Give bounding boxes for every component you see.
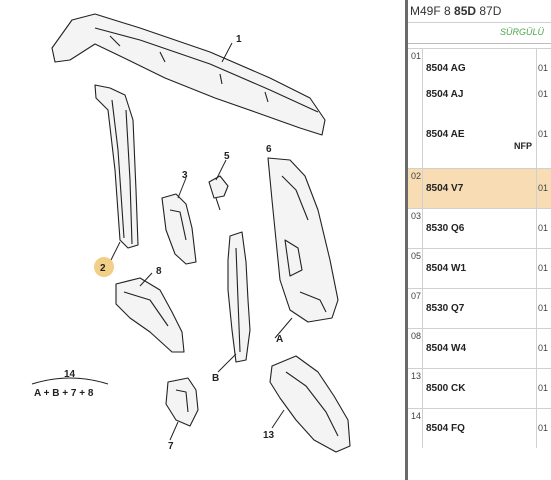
part-a-shape	[267, 157, 339, 323]
part-quantity: 01	[538, 129, 549, 139]
table-row[interactable]: 02 8504 V7 01	[408, 168, 551, 208]
row-divider	[422, 169, 423, 208]
row-divider	[422, 369, 423, 408]
row-index: 05	[411, 251, 422, 261]
row-index: 08	[411, 331, 422, 341]
row-index: 03	[411, 211, 422, 221]
table-row[interactable]: 14 8504 FQ 01	[408, 408, 551, 448]
callout-5[interactable]: 5	[224, 151, 230, 162]
row-divider	[536, 369, 537, 408]
part-quantity: 01	[538, 89, 549, 99]
row-index: 13	[411, 371, 422, 381]
row-index: 02	[411, 171, 422, 181]
part-code[interactable]: 8504 FQ	[426, 423, 465, 434]
part-1-shape	[51, 13, 326, 136]
subheader-bar: SÜRGÜLÜ	[408, 22, 551, 44]
callout-b[interactable]: B	[212, 373, 219, 384]
row-divider	[536, 409, 537, 448]
part-code[interactable]: 8504 W1	[426, 263, 467, 274]
part-code[interactable]: 8504 W4	[426, 343, 467, 354]
selected-callout-highlight	[94, 257, 114, 277]
row-divider	[422, 329, 423, 368]
legend-formula: A + B + 7 + 8	[34, 388, 94, 399]
part-8-shape	[115, 277, 185, 353]
model-highlight: 85D	[454, 4, 477, 18]
row-divider	[536, 169, 537, 208]
part-5-shape	[208, 175, 229, 199]
table-row[interactable]: 13 8500 CK 01	[408, 368, 551, 408]
parts-list-panel: M49F 8 85D 87D SÜRGÜLÜ 01 8504 AG 01 8504 A…	[408, 0, 551, 480]
parts-diagram: 1 2 3 5 6 8 7 13 A B 14 A + B + 7 + 8	[31, 13, 351, 453]
callout-7[interactable]: 7	[168, 441, 174, 452]
part-quantity: 01	[538, 423, 549, 433]
callout-a[interactable]: A	[276, 334, 283, 345]
part-13-shape	[269, 355, 351, 453]
row-index: 07	[411, 291, 422, 301]
callout-2[interactable]: 2	[100, 263, 106, 274]
part-quantity: 01	[538, 183, 549, 193]
model-header: M49F 8 85D 87D	[408, 0, 551, 22]
part-quantity: 01	[538, 343, 549, 353]
callout-13[interactable]: 13	[263, 430, 275, 441]
part-code[interactable]: 8504 AG	[426, 63, 466, 74]
part-quantity: 01	[538, 303, 549, 313]
row-divider	[422, 249, 423, 288]
row-divider	[422, 209, 423, 248]
table-row[interactable]: 07 8530 Q7 01	[408, 288, 551, 328]
part-code[interactable]: 8530 Q7	[426, 303, 465, 314]
callout-6[interactable]: 6	[266, 144, 272, 155]
row-divider	[536, 329, 537, 368]
row-divider	[536, 49, 537, 168]
model-prefix: M49F 8	[410, 4, 455, 18]
row-divider	[536, 249, 537, 288]
subheader-label: SÜRGÜLÜ	[500, 27, 545, 37]
part-quantity: 01	[538, 383, 549, 393]
row-divider	[536, 289, 537, 328]
model-suffix: 87D	[476, 4, 502, 18]
table-row[interactable]: 05 8504 W1 01	[408, 248, 551, 288]
row-divider	[536, 209, 537, 248]
row-index: 01	[411, 51, 422, 61]
part-code[interactable]: 8504 AJ	[426, 89, 464, 100]
panel-divider	[405, 0, 408, 480]
table-row[interactable]: 08 8504 W4 01	[408, 328, 551, 368]
callout-8[interactable]: 8	[156, 266, 162, 277]
part-quantity: 01	[538, 63, 549, 73]
legend-number-14[interactable]: 14	[64, 369, 76, 380]
row-divider	[422, 49, 423, 168]
part-b-shape	[227, 231, 251, 363]
callout-1[interactable]: 1	[236, 34, 242, 45]
part-code[interactable]: 8504 V7	[426, 183, 464, 194]
row-divider	[422, 409, 423, 448]
exploded-view-drawing: 1 2 3 5 6 8 7 13 A B 14 A + B + 7 + 8	[31, 13, 351, 453]
part-quantity: 01	[538, 263, 549, 273]
part-code[interactable]: 8504 AE	[426, 129, 465, 140]
part-7-shape	[165, 377, 199, 427]
callout-3[interactable]: 3	[182, 170, 188, 181]
part-code[interactable]: 8500 CK	[426, 383, 466, 394]
table-row[interactable]: 03 8530 Q6 01	[408, 208, 551, 248]
part-3-shape	[161, 193, 197, 265]
row-divider	[422, 289, 423, 328]
part-note: NFP	[514, 141, 532, 151]
part-code[interactable]: 8530 Q6	[426, 223, 465, 234]
row-index: 14	[411, 411, 422, 421]
part-quantity: 01	[538, 223, 549, 233]
